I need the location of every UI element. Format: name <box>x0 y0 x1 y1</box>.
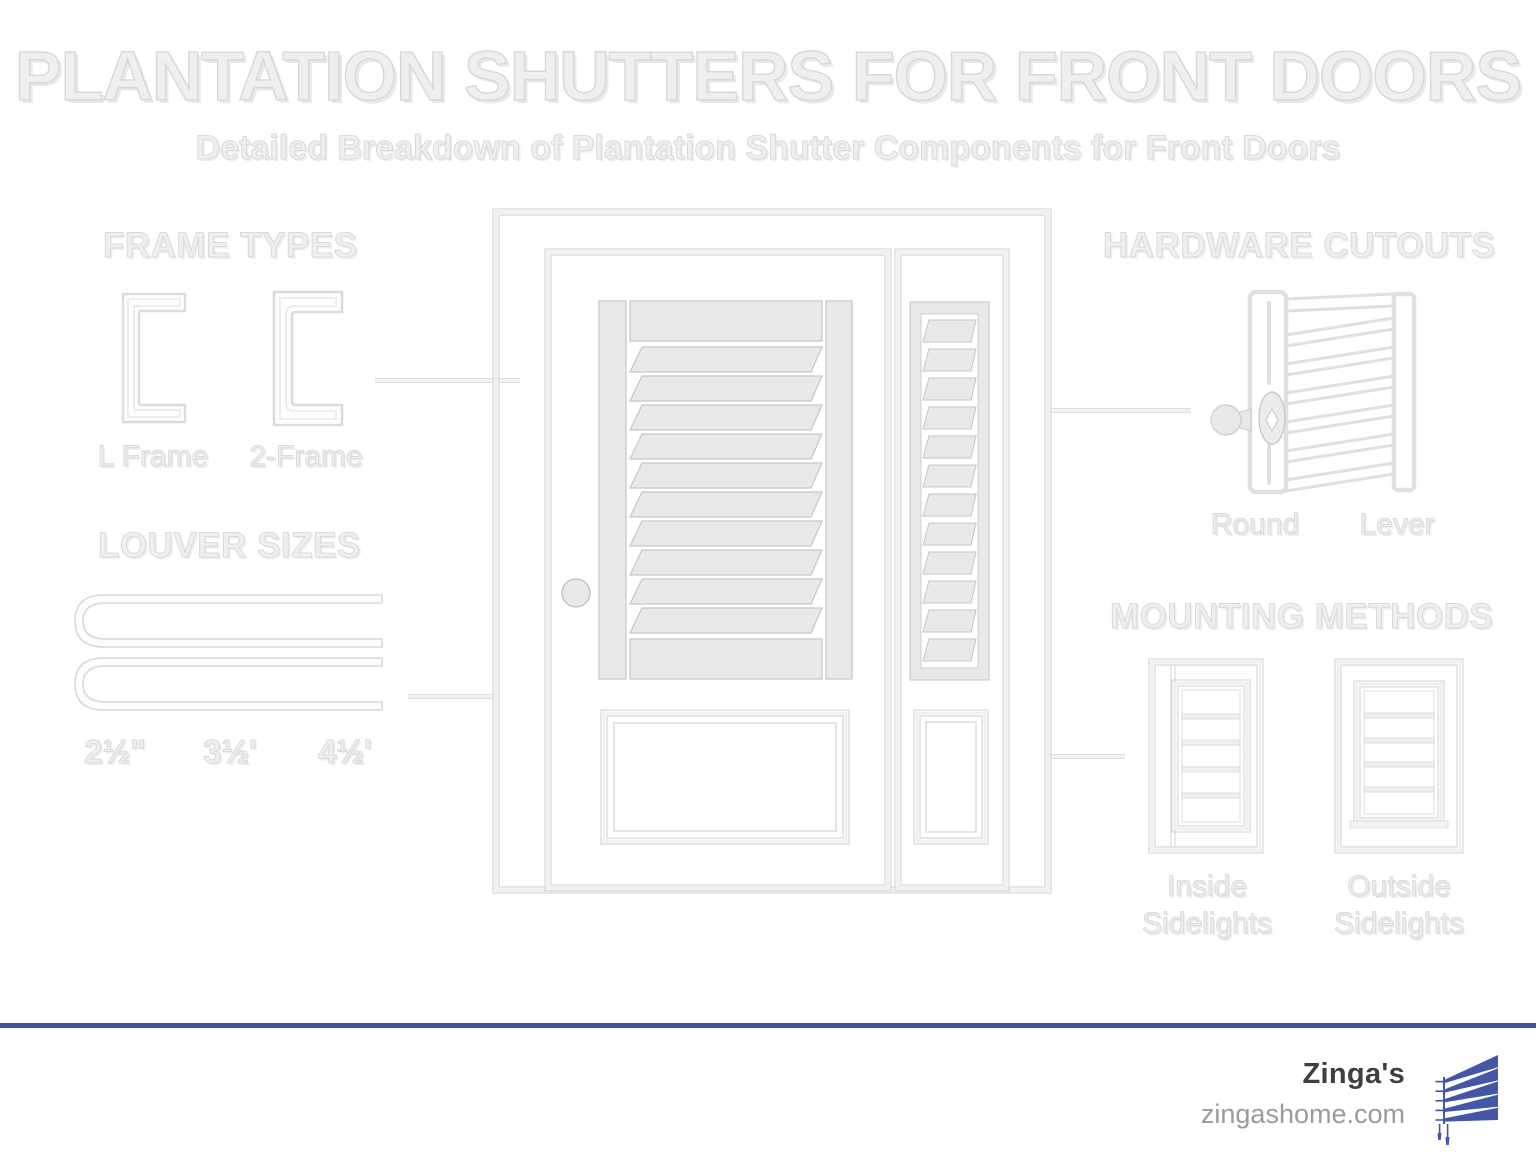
louver-sizes-heading: LOUVER SIZES <box>98 526 361 566</box>
sidelight-shutter-panel <box>909 301 990 681</box>
hardware-cutout-icon <box>1210 289 1417 495</box>
inside-sidelights-label: Inside Sidelights <box>1141 870 1273 941</box>
l-frame-icon <box>121 292 187 424</box>
inside-sidelights-icon <box>1148 658 1264 854</box>
two-frame-label: 2-Frame <box>249 440 363 474</box>
door-leaf <box>544 248 892 892</box>
round-knob-icon <box>1210 391 1286 445</box>
louver-slat-icon <box>74 657 383 711</box>
outside-sidelights-label: Outside Sidelights <box>1333 870 1465 941</box>
front-door-illustration <box>492 208 1052 894</box>
connector-hardware-cutouts <box>1046 408 1191 413</box>
door-bottom-panel <box>600 709 850 845</box>
louver-size-label: 2½" <box>84 733 147 771</box>
round-hardware-label: Round <box>1210 508 1300 542</box>
connector-mounting-methods <box>1046 754 1125 759</box>
louver-size-label: 3½' <box>203 733 258 771</box>
outside-sidelights-icon <box>1334 658 1464 854</box>
frame-types-heading: FRAME TYPES <box>102 226 358 266</box>
sidelight-frame <box>894 248 1010 892</box>
page-subtitle: Detailed Breakdown of Plantation Shutter… <box>195 129 1341 168</box>
page-title: PLANTATION SHUTTERS FOR FRONT DOORS <box>14 36 1523 115</box>
l-frame-label: L Frame <box>97 440 209 474</box>
mounting-methods-heading: MOUNTING METHODS <box>1109 597 1494 637</box>
brand-website: zingashome.com <box>1200 1099 1405 1129</box>
zingas-blinds-logo-icon <box>1435 1055 1498 1145</box>
footer-divider <box>0 1023 1536 1028</box>
brand-name: Zinga's <box>1302 1058 1405 1090</box>
louver-slat-icon <box>74 594 383 648</box>
two-frame-icon <box>272 290 344 427</box>
door-shutter-panel <box>598 300 853 680</box>
louver-size-label: 4½' <box>318 733 373 771</box>
connector-frame-types <box>375 378 520 383</box>
brand-block: Zinga's zingashome.com <box>1150 1058 1405 1130</box>
sidelight-bottom-panel <box>913 709 989 845</box>
lever-hardware-label: Lever <box>1359 508 1435 542</box>
door-knob <box>561 578 591 608</box>
connector-louver-sizes <box>408 694 498 699</box>
hardware-cutouts-heading: HARDWARE CUTOUTS <box>1102 226 1496 266</box>
door-outer-frame <box>492 208 1052 894</box>
